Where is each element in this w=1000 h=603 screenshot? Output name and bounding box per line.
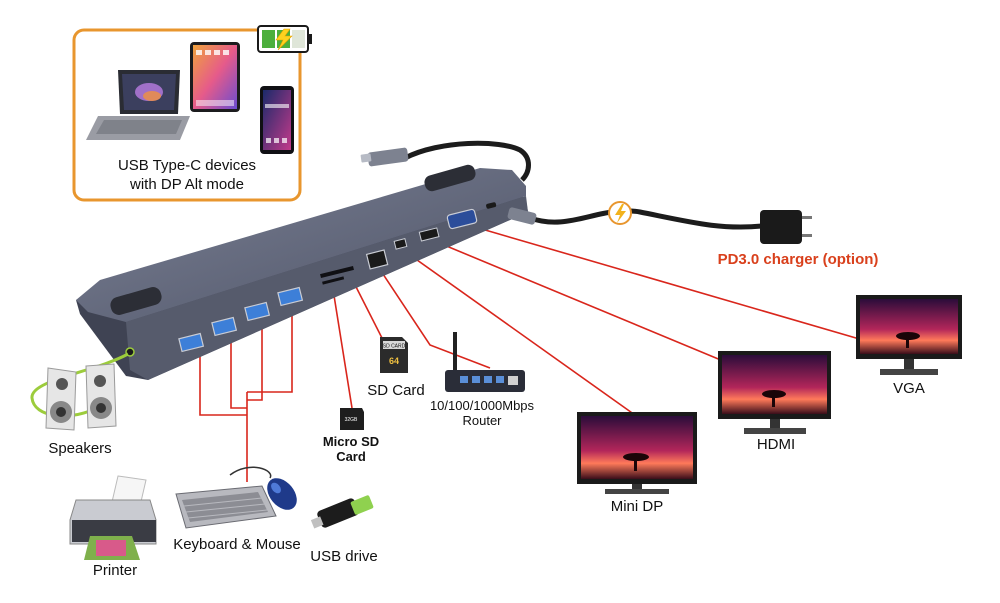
mini-dp-label: Mini DP xyxy=(611,498,664,515)
hdmi-port xyxy=(418,227,440,242)
charger-group: PD3.0 charger (option) xyxy=(507,201,879,268)
mini-dp-monitor: Mini DP xyxy=(577,412,697,515)
vga-monitor: VGA xyxy=(856,295,962,397)
usb-a-ports xyxy=(178,286,304,353)
speakers-label: Speakers xyxy=(48,440,111,457)
connection-wires xyxy=(199,224,881,482)
keyboard-mouse-icon: Keyboard & Mouse xyxy=(173,466,301,553)
micro-sd-print: 32GB xyxy=(345,417,358,423)
tablet-icon xyxy=(190,42,240,112)
sd-card-icon: SD CARD 64 SD Card xyxy=(367,337,425,399)
usb-port-2 xyxy=(211,316,238,337)
usb-port-4 xyxy=(277,286,304,307)
router-label-line1: 10/100/1000Mbps xyxy=(430,398,535,413)
hdmi-label: HDMI xyxy=(757,436,795,453)
mini-dp-port xyxy=(393,238,408,250)
vga-label: VGA xyxy=(893,380,925,397)
phone-icon xyxy=(260,86,294,154)
vga-port xyxy=(446,208,478,230)
micro-sd-slot xyxy=(322,276,345,285)
docking-hub xyxy=(76,164,528,380)
usb-c-host-cable xyxy=(360,140,531,182)
keyboard-mouse-label: Keyboard & Mouse xyxy=(173,536,301,553)
devices-label-line1: USB Type-C devices xyxy=(118,157,256,174)
mini-dp-wire xyxy=(402,249,636,416)
usb-drive-label: USB drive xyxy=(310,548,378,565)
speaker-right xyxy=(85,363,117,429)
router-label-line2: Router xyxy=(462,413,502,428)
sd-card-capacity: 64 xyxy=(389,356,399,366)
micro-sd-card-icon: 32GB Micro SD Card xyxy=(323,408,379,464)
ethernet-port xyxy=(365,249,389,270)
usb-wire-3 xyxy=(247,325,263,401)
hdmi-monitor: HDMI xyxy=(718,351,831,453)
router-wire xyxy=(376,264,491,369)
usb-c-pd-port xyxy=(486,202,497,209)
sd-card-label: SD Card xyxy=(367,382,425,399)
devices-label-line2: with DP Alt mode xyxy=(129,176,244,193)
usb-wire-2 xyxy=(230,340,247,409)
speakers-icon: Speakers xyxy=(30,352,129,457)
usb-port-3 xyxy=(244,301,271,322)
micro-sd-wire xyxy=(331,282,353,409)
usb-drive-icon: USB drive xyxy=(310,495,378,565)
charger-label: PD3.0 charger (option) xyxy=(718,251,879,268)
micro-sd-label-line1: Micro SD xyxy=(323,434,379,449)
usb-wire-1 xyxy=(199,355,247,416)
usb-wire-4 xyxy=(247,310,293,393)
sd-card-print: SD CARD xyxy=(383,344,406,350)
vga-wire xyxy=(467,224,881,346)
hdmi-wire xyxy=(431,239,741,369)
usb-port-1 xyxy=(178,332,205,353)
sd-slot xyxy=(320,265,354,279)
printer-label: Printer xyxy=(93,562,137,579)
charger-adapter-icon xyxy=(760,210,812,244)
micro-sd-label-line2: Card xyxy=(336,449,366,464)
laptop-icon xyxy=(86,70,190,140)
usb-c-devices-group: USB Type-C devices with DP Alt mode xyxy=(72,25,312,202)
router-icon: 10/100/1000Mbps Router xyxy=(430,332,535,428)
speaker-left xyxy=(45,367,77,431)
battery-icon xyxy=(257,25,312,53)
printer-icon: Printer xyxy=(69,475,157,579)
